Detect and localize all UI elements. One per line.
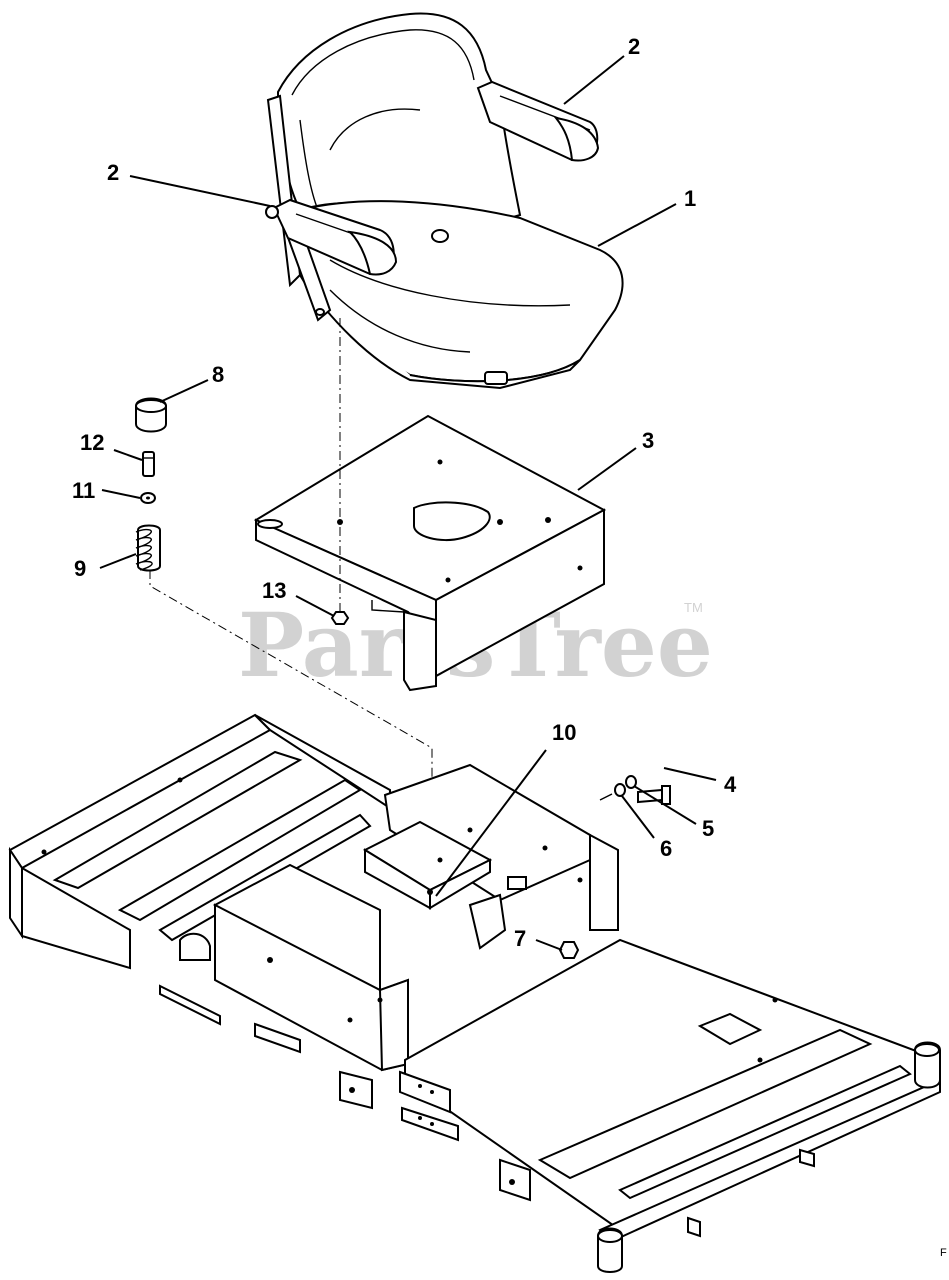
callout-washer: 5 — [702, 816, 714, 841]
nut-frame — [558, 941, 580, 959]
callout-armrest-left: 2 — [107, 160, 119, 185]
cap — [135, 397, 167, 433]
spring — [135, 524, 161, 572]
callout-bolt: 4 — [724, 772, 737, 797]
washer-small — [140, 492, 156, 504]
frame — [8, 713, 941, 1273]
callout-nut-frame: 7 — [514, 926, 526, 951]
callout-cap: 8 — [212, 362, 224, 387]
nut-box — [330, 611, 350, 625]
seat-mount-box — [253, 414, 607, 692]
leader-lines — [99, 55, 717, 951]
callout-spring: 9 — [74, 556, 86, 581]
corner-mark: F — [940, 1247, 947, 1259]
callout-washer-small: 11 — [72, 478, 95, 503]
watermark-trademark: TM — [684, 600, 703, 615]
callout-lock-washer: 6 — [660, 836, 672, 861]
callout-armrest-right: 2 — [628, 34, 640, 59]
callouts: 2 2 1 8 12 11 9 3 13 10 4 5 6 7 — [72, 34, 737, 951]
callout-seat-mount-box: 3 — [642, 428, 654, 453]
seat — [266, 12, 624, 390]
spacer — [142, 451, 155, 477]
hardware-group — [599, 775, 671, 805]
armrest-right — [476, 80, 600, 162]
callout-nut-box: 13 — [262, 578, 286, 603]
callout-spacer: 12 — [80, 430, 104, 455]
callout-seat: 1 — [684, 186, 696, 211]
armrest-left — [265, 198, 398, 276]
callout-frame-pivot: 10 — [552, 720, 576, 745]
